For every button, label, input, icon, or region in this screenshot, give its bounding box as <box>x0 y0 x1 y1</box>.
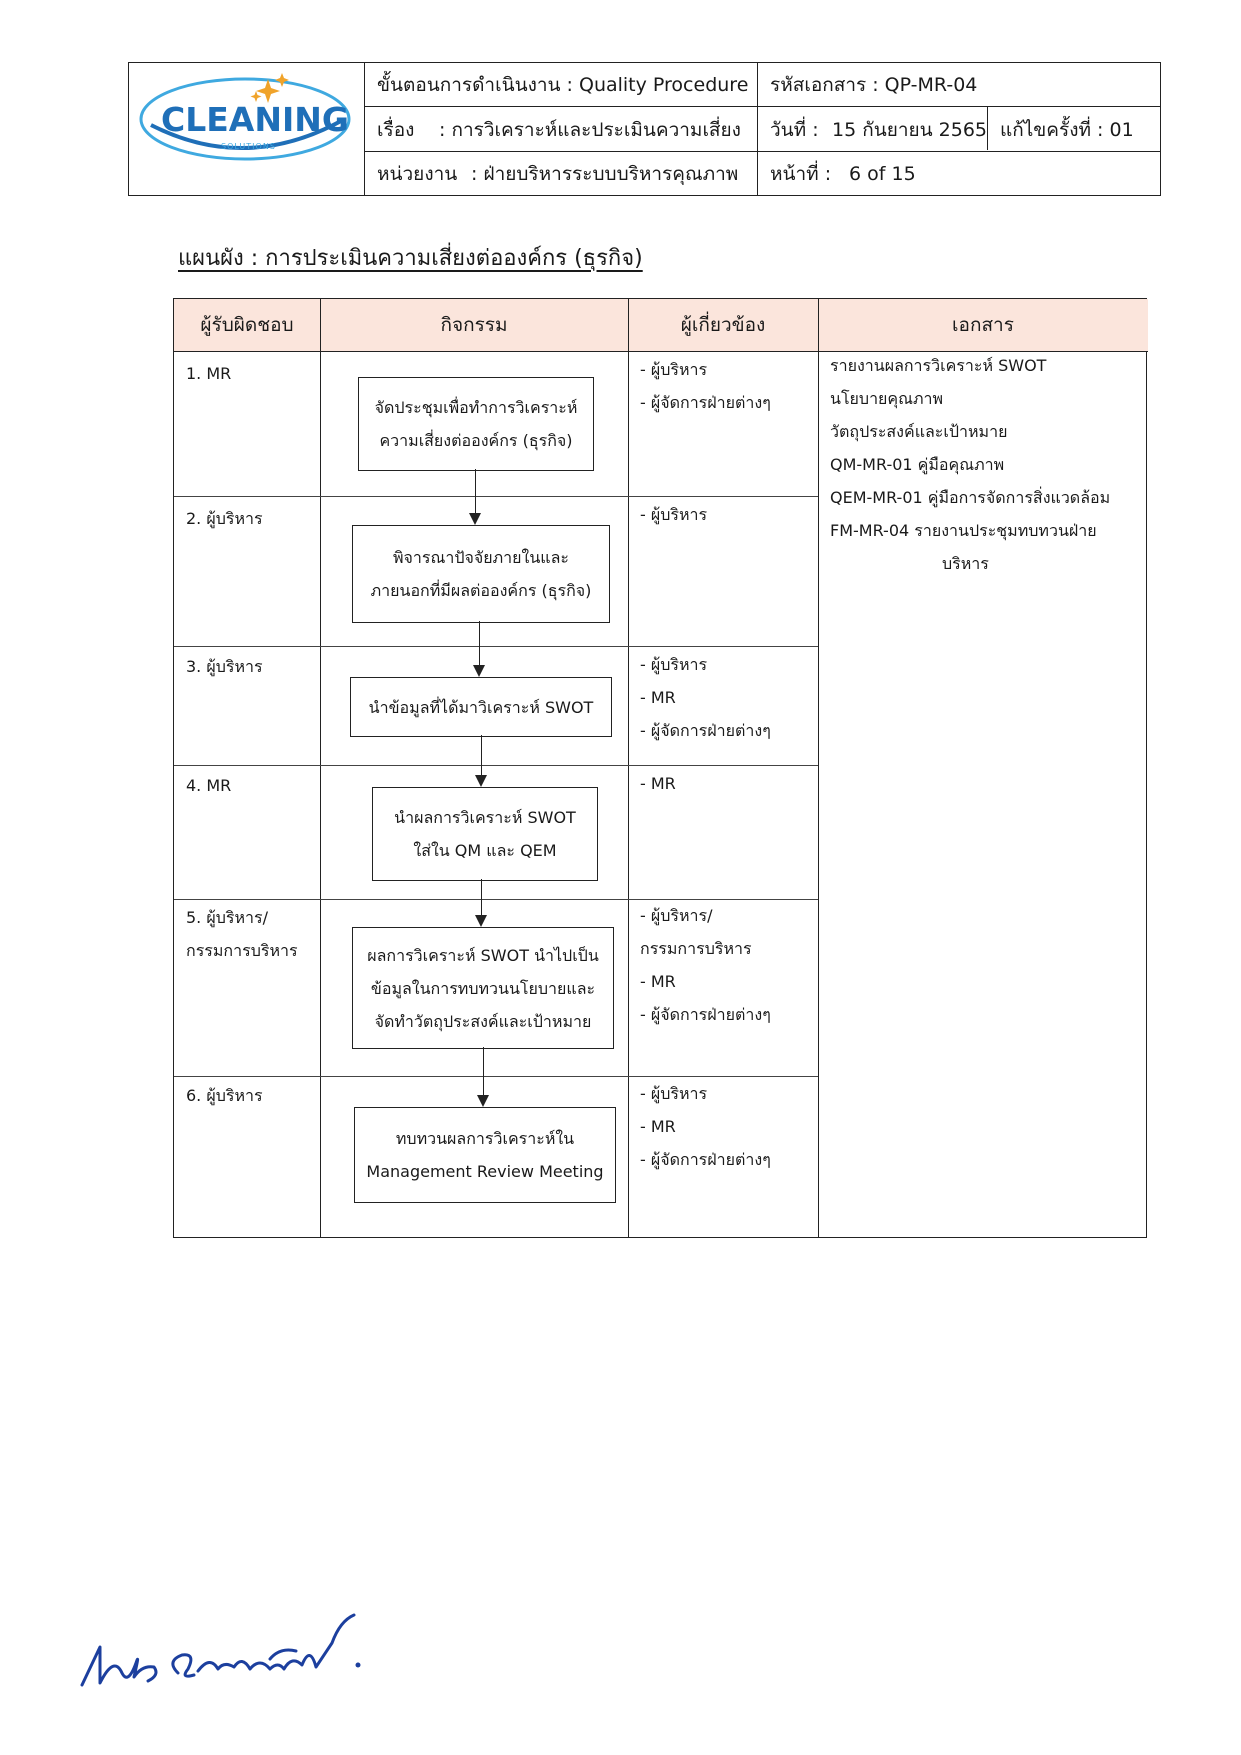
column-divider <box>628 299 629 1237</box>
column-header-related: ผู้เกี่ยวข้อง <box>628 299 818 352</box>
activity-box-6: ทบทวนผลการวิเคราะห์ใน Management Review … <box>354 1107 616 1203</box>
header-divider <box>364 106 1160 107</box>
revision-number: แก้ไขครั้งที่ : 01 <box>1000 119 1134 141</box>
unit-value: : ฝ่ายบริหารระบบบริหารคุณภาพ <box>471 163 739 185</box>
header-divider <box>364 63 365 195</box>
responsible-cell: 3. ผู้บริหาร <box>186 657 263 676</box>
related-cell: - ผู้บริหาร - ผู้จัดการฝ่ายต่างๆ <box>640 360 771 412</box>
related-cell: - ผู้บริหาร - MR - ผู้จัดการฝ่ายต่างๆ <box>640 655 771 740</box>
date-value: 15 กันยายน 2565 <box>832 119 988 141</box>
column-divider <box>320 299 321 1237</box>
header-divider <box>987 106 988 150</box>
document-header: CLEANING SOLUTIONS ขั้นตอนการดำเนินงาน :… <box>128 62 1161 196</box>
svg-text:CLEANING: CLEANING <box>161 100 349 139</box>
row-divider <box>174 899 818 900</box>
column-header-activity: กิจกรรม <box>320 299 628 352</box>
activity-box-4: นำผลการวิเคราะห์ SWOT ใส่ใน QM และ QEM <box>372 787 598 881</box>
page-number: 6 of 15 <box>849 163 916 185</box>
related-cell: - MR <box>640 774 676 793</box>
responsible-cell: 6. ผู้บริหาร <box>186 1086 263 1105</box>
documents-list: รายงานผลการวิเคราะห์ SWOT นโยบายคุณภาพ ว… <box>830 356 1111 573</box>
flow-arrow-down-icon <box>475 735 487 787</box>
subject-value: : การวิเคราะห์และประเมินความเสี่ยง <box>439 119 741 141</box>
column-header-responsible: ผู้รับผิดชอบ <box>174 299 320 352</box>
related-cell: - ผู้บริหาร - MR - ผู้จัดการฝ่ายต่างๆ <box>640 1084 771 1169</box>
page-label: หน้าที่ : <box>770 163 832 185</box>
flowchart-table: ผู้รับผิดชอบ กิจกรรม ผู้เกี่ยวข้อง เอกสา… <box>173 298 1148 1238</box>
document-code: รหัสเอกสาร : QP-MR-04 <box>770 74 978 96</box>
handwritten-signature <box>70 1585 390 1705</box>
column-header-documents: เอกสาร <box>818 299 1148 352</box>
responsible-cell: 2. ผู้บริหาร <box>186 509 263 528</box>
activity-box-1: จัดประชุมเพื่อทำการวิเคราะห์ ความเสี่ยงต… <box>358 377 594 471</box>
responsible-cell: 1. MR <box>186 364 232 383</box>
activity-box-2: พิจารณาปัจจัยภายในและ ภายนอกที่มีผลต่ออง… <box>352 525 610 623</box>
subject-label: เรื่อง <box>377 119 415 141</box>
column-divider <box>818 299 819 1237</box>
activity-box-3: นำข้อมูลที่ได้มาวิเคราะห์ SWOT <box>350 677 612 737</box>
header-divider <box>364 151 1160 152</box>
related-cell: - ผู้บริหาร <box>640 505 708 524</box>
date-label: วันที่ : <box>770 119 819 141</box>
responsible-cell: 4. MR <box>186 776 232 795</box>
row-divider <box>174 1076 818 1077</box>
responsible-cell: 5. ผู้บริหาร/ กรรมการบริหาร <box>186 908 298 960</box>
flow-arrow-down-icon <box>477 1047 489 1107</box>
related-cell: - ผู้บริหาร/ กรรมการบริหาร - MR - ผู้จัด… <box>640 906 771 1024</box>
svg-text:SOLUTIONS: SOLUTIONS <box>221 142 276 151</box>
unit-label: หน่วยงาน <box>377 163 458 185</box>
page-title: แผนผัง : การประเมินความเสี่ยงต่อองค์กร (… <box>178 246 643 271</box>
company-logo: CLEANING SOLUTIONS <box>135 69 357 189</box>
flow-arrow-down-icon <box>473 621 485 677</box>
header-divider <box>757 63 758 195</box>
row-divider <box>174 646 818 647</box>
procedure-label: ขั้นตอนการดำเนินงาน : Quality Procedure <box>377 74 749 96</box>
flow-arrow-down-icon <box>475 879 487 927</box>
activity-box-5: ผลการวิเคราะห์ SWOT นำไปเป็น ข้อมูลในการ… <box>352 927 614 1049</box>
flow-arrow-down-icon <box>469 469 481 525</box>
row-divider <box>174 765 818 766</box>
row-divider <box>174 496 818 497</box>
